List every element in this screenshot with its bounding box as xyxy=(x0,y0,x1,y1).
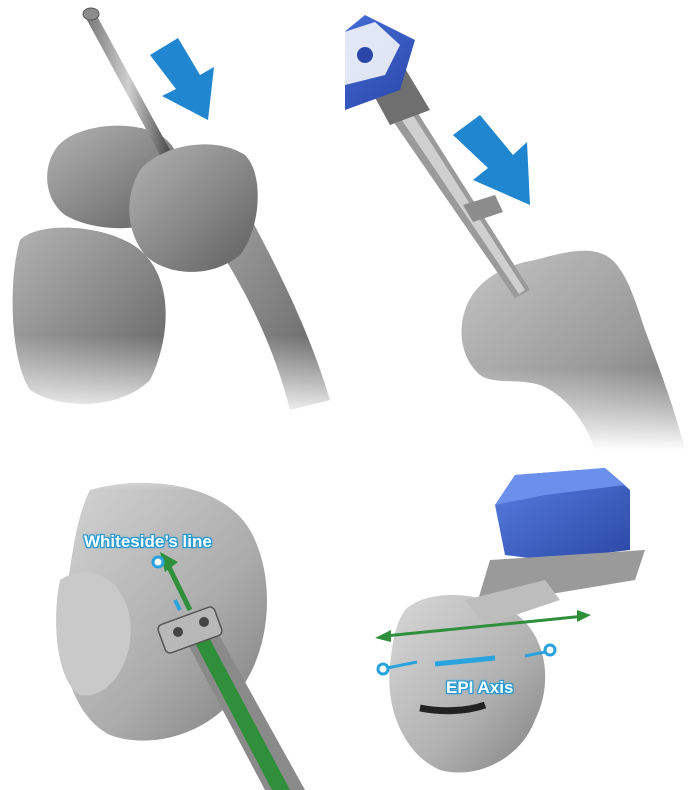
left-epicondyle-marker-icon xyxy=(378,664,388,674)
epi-axis-illustration xyxy=(345,450,691,790)
whiteside-illustration xyxy=(0,450,345,790)
panel-rod-insertion-femur xyxy=(0,0,345,420)
panel-epi-axis xyxy=(345,450,691,790)
femur-rod-illustration xyxy=(0,0,345,420)
whiteside-line-label: Whiteside’s line xyxy=(84,532,212,552)
navigation-sensor-box-large xyxy=(495,468,630,560)
panel-device-insertion xyxy=(345,0,691,450)
right-epicondyle-marker-icon xyxy=(545,645,555,655)
epi-axis-label: EPI Axis xyxy=(446,678,513,698)
device-insertion-illustration xyxy=(345,0,691,450)
panel-whiteside-line xyxy=(0,450,345,790)
